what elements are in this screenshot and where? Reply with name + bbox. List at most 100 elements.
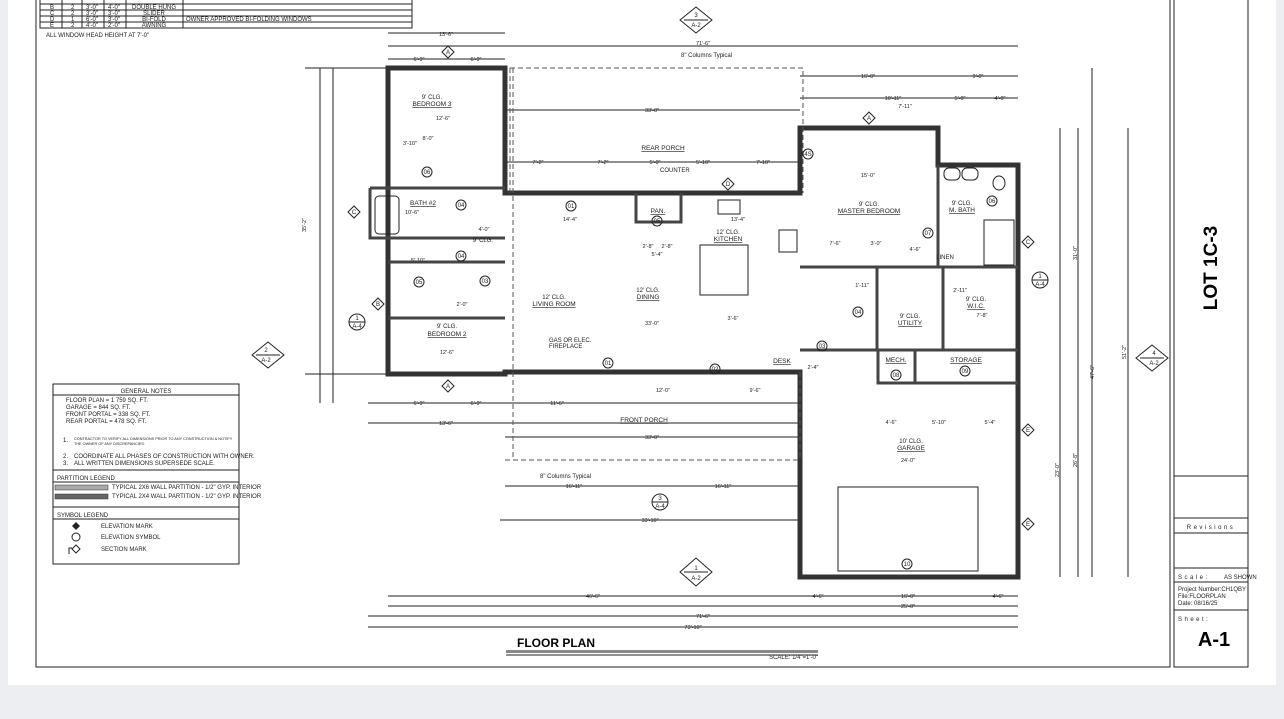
elevation-marker-bottom: 1 A-2 [679, 557, 713, 587]
columns-note-bottom: 8" Columns Typical [540, 474, 591, 480]
svg-text:5'-10": 5'-10" [932, 420, 946, 426]
svg-text:16'-11": 16'-11" [566, 484, 583, 490]
svg-text:73'-10": 73'-10" [684, 625, 701, 631]
window-tag [721, 177, 735, 191]
svg-text:16'-0": 16'-0" [861, 74, 875, 80]
window-tag [1021, 517, 1035, 531]
window-tag-letter: C [352, 210, 357, 216]
linen-label: LINEN [936, 255, 954, 261]
svg-text:3'-0": 3'-0" [86, 5, 98, 11]
svg-text:4'-0": 4'-0" [108, 5, 120, 11]
living-room-label: 12' CLG. [542, 295, 566, 301]
desk-label: DESK [773, 358, 791, 365]
svg-text:2: 2 [71, 5, 75, 11]
bedroom-3-label: 9' CLG. [422, 95, 442, 101]
svg-text:12'-6": 12'-6" [440, 350, 454, 356]
wic-label: 9' CLG. [966, 297, 986, 303]
svg-text:ALL WRITTEN DIMENSIONS SUPERSE: ALL WRITTEN DIMENSIONS SUPERSEDE SCALE. [74, 461, 215, 467]
window-tag [441, 379, 455, 393]
svg-text:4'-6": 4'-6" [910, 247, 921, 253]
elevation-marker-left: 2 A-2 [251, 341, 285, 369]
door-tag [922, 227, 934, 239]
svg-text:BEDROOM 2: BEDROOM 2 [427, 331, 466, 338]
svg-text:13'-4": 13'-4" [731, 217, 745, 223]
svg-text:25'-0": 25'-0" [901, 604, 915, 610]
window-tag [347, 205, 361, 219]
svg-text:3'-0": 3'-0" [86, 11, 98, 17]
svg-text:FIREPLACE: FIREPLACE [549, 344, 582, 350]
svg-text:6'-0": 6'-0" [86, 17, 98, 23]
garage-label: 10' CLG. [899, 439, 923, 445]
svg-text:33'-0": 33'-0" [645, 321, 659, 327]
door-tag [709, 363, 721, 375]
window-tag-letter: D [726, 182, 731, 188]
window-tag-letter: C [1026, 240, 1031, 246]
closet-label: 9' CLG. [473, 238, 493, 244]
svg-text:16'-11": 16'-11" [715, 484, 732, 490]
door-tag [901, 558, 913, 570]
svg-text:2'-8": 2'-8" [662, 244, 673, 250]
svg-text:6'-9": 6'-9" [414, 401, 425, 407]
lot-number: LOT 1C-3 [1201, 226, 1222, 310]
svg-text:4: 4 [1152, 351, 1156, 357]
svg-text:7'-10": 7'-10" [756, 160, 770, 166]
svg-text:46'-6": 46'-6" [586, 594, 600, 600]
svg-text:COORDINATE ALL PHASES OF CONST: COORDINATE ALL PHASES OF CONSTRUCTION WI… [74, 454, 255, 460]
section-marker-left: 1 A-4 [348, 313, 366, 331]
partition-legend-title: PARTITION LEGEND [57, 476, 115, 482]
symbol-legend-title: SYMBOL LEGEND [57, 513, 109, 519]
door-tag [986, 195, 998, 207]
porch-outlines [505, 67, 804, 461]
svg-text:10'-6": 10'-6" [405, 210, 419, 216]
bath-2-label: BATH #2 [410, 200, 436, 207]
kitchen-label: 12' CLG. [716, 230, 740, 236]
counter-label: COUNTER [660, 168, 690, 174]
svg-text:UTILITY: UTILITY [898, 320, 923, 327]
svg-text:4'-0": 4'-0" [86, 23, 98, 29]
door-tag [890, 369, 902, 381]
svg-text:2: 2 [71, 23, 75, 29]
svg-text:TYPICAL 2X4 WALL PARTITION - 1: TYPICAL 2X4 WALL PARTITION - 1/2" GYP. I… [112, 494, 262, 500]
door-tag-number: 01 [568, 204, 575, 210]
master-bath-label: 9' CLG. [952, 201, 972, 207]
svg-text:12'-6": 12'-6" [436, 116, 450, 122]
door-tag [421, 166, 433, 178]
svg-text:FLOOR PLAN = 1 759 SQ. FT.: FLOOR PLAN = 1 759 SQ. FT. [66, 398, 148, 404]
sink-right [961, 167, 979, 181]
svg-text:ELEVATION SYMBOL: ELEVATION SYMBOL [101, 535, 161, 541]
svg-text:6'-9": 6'-9" [414, 57, 425, 63]
svg-text:4'-0": 4'-0" [479, 227, 490, 233]
svg-text:24'-0": 24'-0" [901, 458, 915, 464]
master-bedroom-label: 9' CLG. [859, 202, 879, 208]
door-tag-number: 07 [925, 231, 932, 237]
svg-text:10'-11": 10'-11" [885, 96, 902, 102]
window-head-note: ALL WINDOW HEAD HEIGHT AT 7'-0" [46, 33, 149, 39]
svg-text:1: 1 [355, 316, 359, 322]
scale-value: AS SHOWN [1224, 575, 1257, 581]
scale-label: Scale: [1178, 575, 1210, 581]
svg-text:12'-0": 12'-0" [656, 388, 670, 394]
svg-text:MASTER BEDROOM: MASTER BEDROOM [838, 208, 900, 215]
door-tag-number: 10 [904, 562, 911, 568]
2x4-wall-swatch [54, 493, 109, 500]
svg-text:M. BATH: M. BATH [949, 207, 975, 214]
svg-text:23'-0": 23'-0" [1055, 463, 1061, 477]
svg-text:7'-6": 7'-6" [830, 241, 841, 247]
project-number: Project Number:CH1QBY [1178, 587, 1246, 593]
svg-text:7'-11": 7'-11" [898, 104, 912, 110]
door-tag [651, 215, 663, 227]
svg-text:4'-6": 4'-6" [886, 420, 897, 426]
window-tag-letter: E [1026, 428, 1030, 434]
svg-text:A-2: A-2 [691, 23, 701, 29]
section-mark-icon [68, 544, 81, 554]
garage-door [837, 486, 979, 572]
door-tag-number: 06 [989, 199, 996, 205]
svg-text:GARAGE: GARAGE [897, 445, 925, 452]
svg-text:3: 3 [694, 13, 698, 19]
2x6-wall-swatch [54, 484, 109, 491]
door-tag-number: 09 [962, 369, 969, 375]
svg-text:5'-4": 5'-4" [985, 420, 996, 426]
